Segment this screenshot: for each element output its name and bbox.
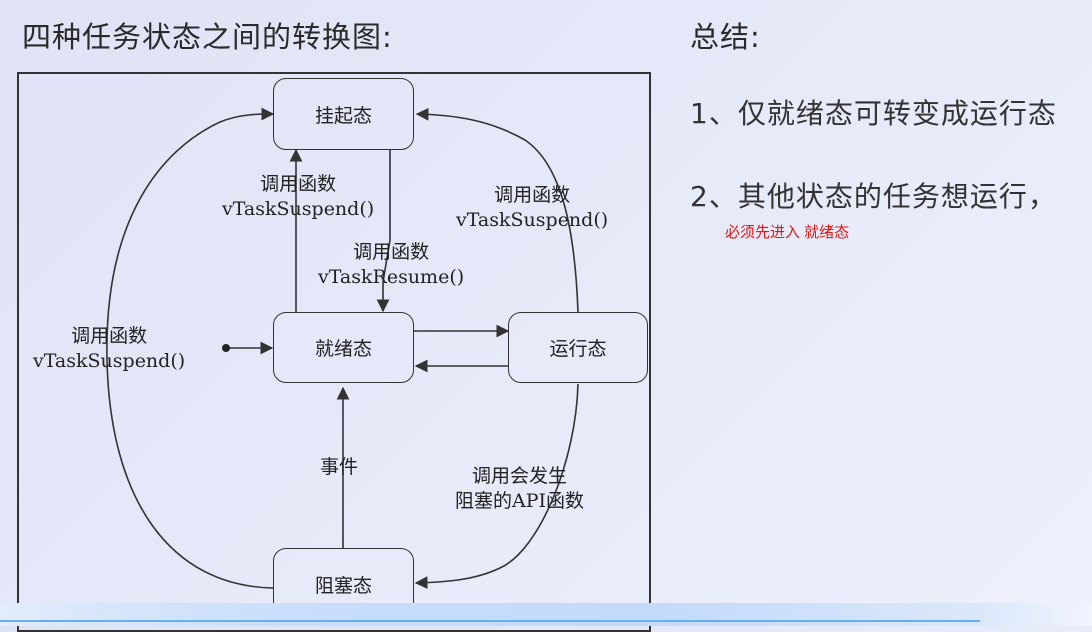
label-suspend-to-ready: 调用函数 vTaskResume()	[318, 241, 465, 288]
annotation-note: 必须先进入 就绪态	[725, 224, 850, 241]
entry-dot	[222, 344, 230, 352]
bottom-band	[0, 603, 1092, 626]
edge-suspended-to-ready	[376, 150, 391, 313]
label-ready-to-suspend: 调用函数 vTaskSuspend()	[222, 173, 375, 220]
state-suspended: 挂起态	[273, 78, 414, 150]
summary-point-1: 1、仅就绪态可转变成运行态	[690, 97, 1057, 130]
state-running: 运行态	[508, 312, 648, 383]
slide-title: 四种任务状态之间的转换图:	[22, 20, 393, 54]
summary-point-2: 2、其他状态的任务想运行，	[690, 180, 1057, 213]
state-ready: 就绪态	[273, 312, 414, 383]
bottom-line	[0, 620, 980, 622]
label-blocked-to-ready: 事件	[320, 456, 359, 478]
edge-running-to-suspended	[415, 107, 579, 313]
label-running-to-suspend: 调用函数 vTaskSuspend()	[456, 184, 609, 231]
summary-title: 总结:	[690, 20, 761, 54]
edge-blocked-to-suspended	[106, 107, 275, 589]
edge-running-to-blocked	[414, 383, 579, 590]
label-running-to-blocked: 调用会发生 阻塞的API函数	[455, 465, 585, 512]
label-blocked-to-suspend: 调用函数 vTaskSuspend()	[33, 325, 186, 372]
